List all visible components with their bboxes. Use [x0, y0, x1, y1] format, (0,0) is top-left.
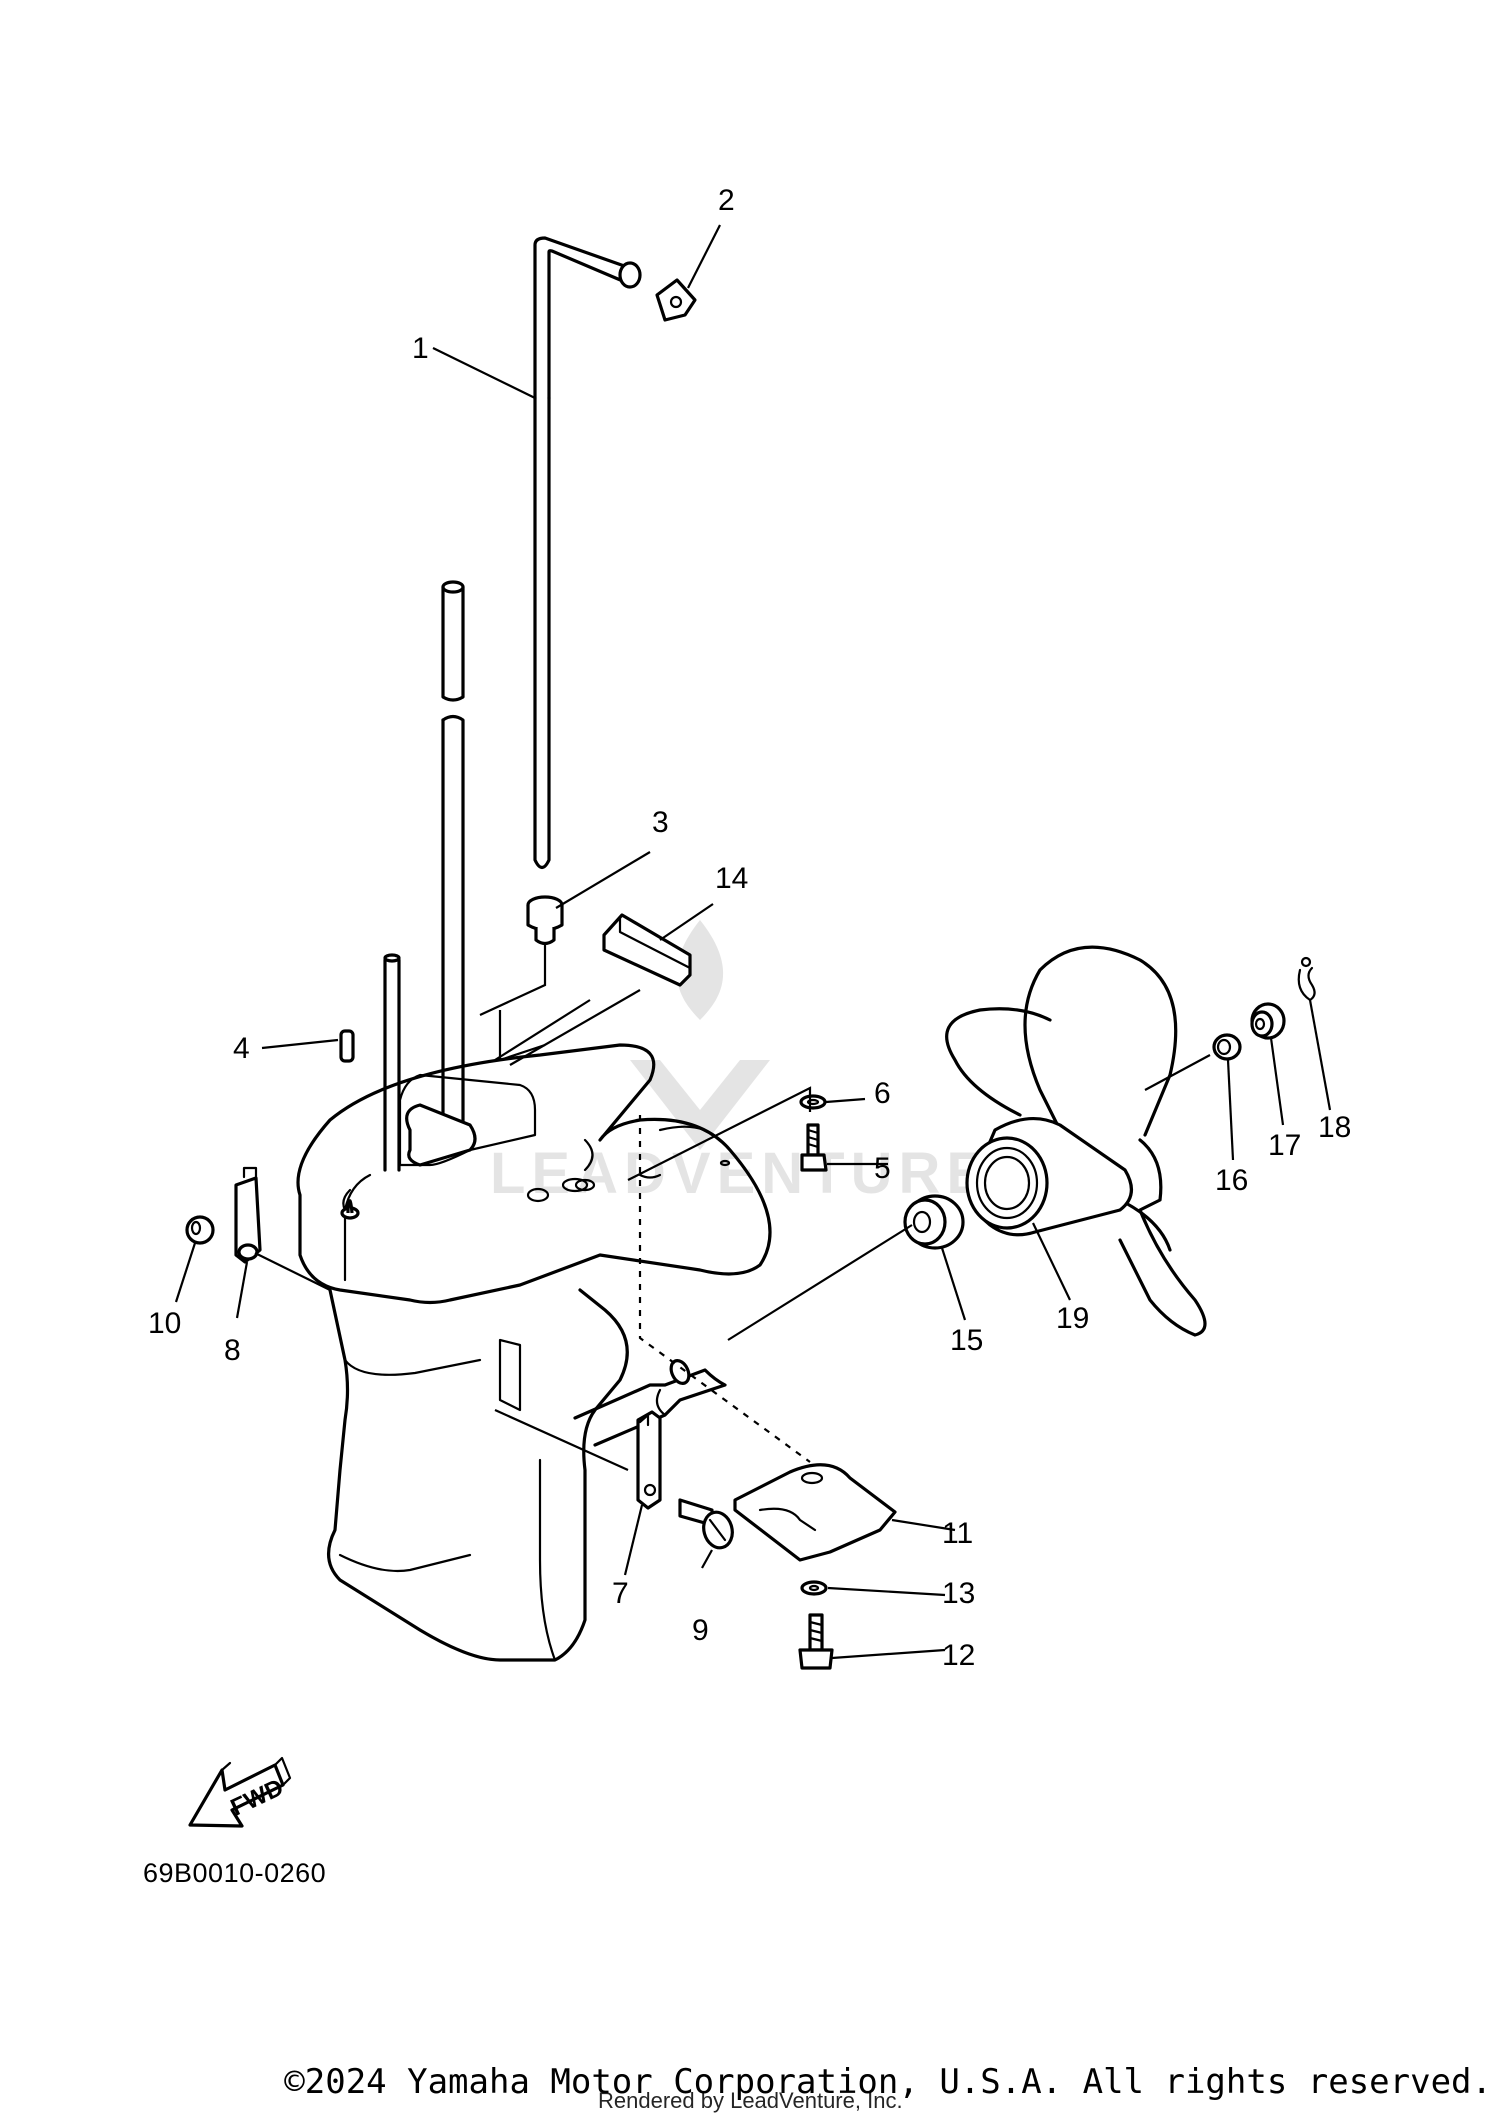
callout-10: 10: [148, 1307, 181, 1340]
callout-2: 2: [718, 184, 735, 217]
callout-11: 11: [942, 1517, 973, 1550]
part-2-grommet[interactable]: [655, 278, 697, 322]
part-18-cotter-pin[interactable]: [1297, 956, 1316, 1002]
part-10-nut[interactable]: [185, 1215, 215, 1245]
callout-labels: 1 2 3 14 4 6 5 10 8 7 9 11 13 12 15 19 1…: [148, 184, 1351, 1672]
callout-leaders: [174, 224, 1332, 1660]
drive-shaft: [383, 580, 465, 1172]
part-19-propeller[interactable]: [945, 945, 1207, 1337]
part-11-trim-tab[interactable]: [733, 1463, 897, 1562]
part-3-seal[interactable]: [526, 895, 564, 946]
callout-8: 8: [224, 1334, 241, 1367]
part-16-washer[interactable]: [1212, 1033, 1242, 1061]
part-6-washer[interactable]: [799, 1094, 827, 1110]
callout-7: 7: [612, 1577, 629, 1610]
callout-6: 6: [874, 1077, 891, 1110]
callout-13: 13: [942, 1577, 975, 1610]
rendered-by-credit: Rendered by LeadVenture, Inc.: [598, 2088, 903, 2113]
part-5-bolt[interactable]: [800, 1123, 828, 1172]
part-9-screw[interactable]: [678, 1498, 736, 1551]
callout-1: 1: [412, 332, 429, 365]
callout-5: 5: [874, 1152, 891, 1185]
callout-4: 4: [233, 1032, 250, 1065]
part-8-anode[interactable]: [234, 1166, 262, 1264]
callout-15: 15: [950, 1324, 983, 1357]
part-17-propeller-nut[interactable]: [1250, 1002, 1286, 1040]
callout-18: 18: [1318, 1111, 1351, 1144]
callout-12: 12: [942, 1639, 975, 1672]
fwd-direction-arrow: FWD: [188, 1756, 292, 1828]
copyright-notice: ©2024 Yamaha Motor Corporation, U.S.A. A…: [284, 2062, 1492, 2102]
callout-19: 19: [1056, 1302, 1089, 1335]
callout-17: 17: [1268, 1129, 1301, 1162]
callout-9: 9: [692, 1614, 709, 1647]
part-14-plate[interactable]: [602, 913, 692, 987]
part-13-lock-washer[interactable]: [800, 1580, 828, 1596]
callout-14: 14: [715, 862, 748, 895]
part-12-bolt[interactable]: [798, 1613, 834, 1670]
diagram-code: 69B0010-0260: [143, 1858, 327, 1888]
reference-lines: [479, 945, 1211, 1472]
lower-casing: [296, 1043, 772, 1662]
part-7-anode[interactable]: [636, 1410, 662, 1510]
callout-16: 16: [1215, 1164, 1248, 1197]
part-4-dowel-pin[interactable]: [339, 1029, 355, 1063]
part-15-spacer[interactable]: [903, 1194, 965, 1250]
watermark-text: LEADVENTURE: [490, 1141, 992, 1206]
part-1-water-tube[interactable]: [533, 236, 642, 870]
callout-3: 3: [652, 806, 669, 839]
